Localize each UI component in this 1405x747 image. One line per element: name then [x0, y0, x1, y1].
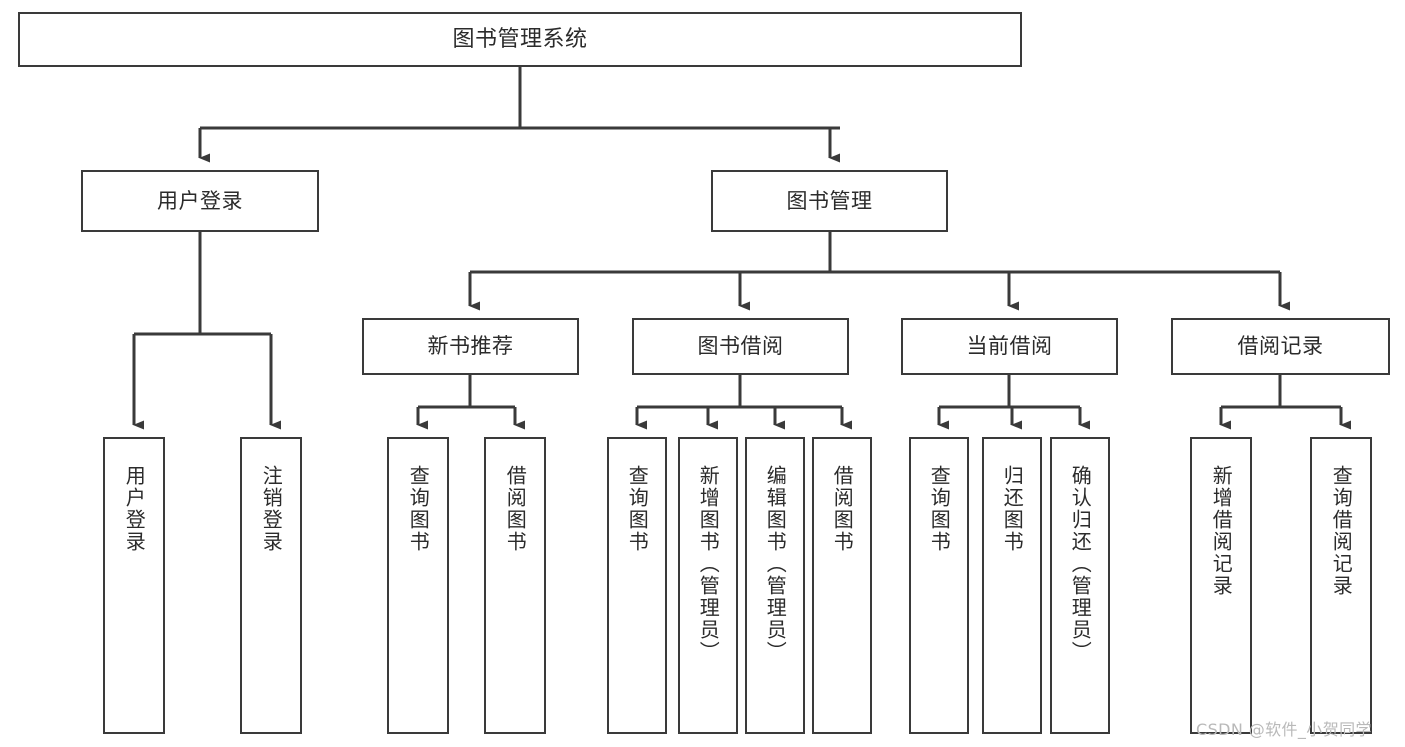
node-label: 确认归还（管理员）	[1068, 465, 1093, 663]
node-label: 注销登录	[259, 465, 284, 553]
node-label: 借阅图书	[503, 465, 528, 553]
node-book-manage[interactable]: 图书管理	[711, 170, 948, 232]
node-label: 图书管理	[786, 188, 873, 213]
leaf-borrow-book-recommend[interactable]: 借阅图书	[484, 437, 546, 734]
node-label: 当前借阅	[966, 334, 1053, 359]
node-label: 用户登录	[157, 188, 243, 213]
leaf-return-book[interactable]: 归还图书	[982, 437, 1042, 734]
leaf-logout[interactable]: 注销登录	[240, 437, 302, 734]
leaf-confirm-return-admin[interactable]: 确认归还（管理员）	[1050, 437, 1110, 734]
node-label: 新增借阅记录	[1209, 465, 1234, 597]
node-user-login[interactable]: 用户登录	[81, 170, 319, 232]
node-current-borrow[interactable]: 当前借阅	[901, 318, 1118, 375]
node-borrow-record[interactable]: 借阅记录	[1171, 318, 1390, 375]
node-label: 新书推荐	[427, 334, 514, 359]
leaf-borrow-book[interactable]: 借阅图书	[812, 437, 872, 734]
csdn-watermark: CSDN @软件_小贺同学	[1196, 720, 1372, 739]
leaf-query-book-borrow[interactable]: 查询图书	[607, 437, 667, 734]
node-label: 借阅记录	[1237, 334, 1324, 359]
node-new-book-recommend[interactable]: 新书推荐	[362, 318, 579, 375]
node-label: 图书借阅	[697, 334, 784, 359]
leaf-query-borrow-record[interactable]: 查询借阅记录	[1310, 437, 1372, 734]
node-label: 查询图书	[406, 465, 431, 553]
node-book-borrow[interactable]: 图书借阅	[632, 318, 849, 375]
leaf-user-login[interactable]: 用户登录	[103, 437, 165, 734]
node-root-system[interactable]: 图书管理系统	[18, 12, 1022, 67]
leaf-query-book-current[interactable]: 查询图书	[909, 437, 969, 734]
leaf-add-borrow-record[interactable]: 新增借阅记录	[1190, 437, 1252, 734]
node-label: 归还图书	[1000, 465, 1025, 553]
node-label: 编辑图书（管理员）	[763, 465, 788, 663]
node-label: 查询图书	[927, 465, 952, 553]
leaf-edit-book-admin[interactable]: 编辑图书（管理员）	[745, 437, 805, 734]
node-label: 用户登录	[122, 465, 147, 553]
node-label: 查询图书	[625, 465, 650, 553]
node-label: 图书管理系统	[452, 26, 588, 52]
leaf-query-book-recommend[interactable]: 查询图书	[387, 437, 449, 734]
node-label: 新增图书（管理员）	[696, 465, 721, 663]
leaf-add-book-admin[interactable]: 新增图书（管理员）	[678, 437, 738, 734]
node-label: 查询借阅记录	[1329, 465, 1354, 597]
node-label: 借阅图书	[830, 465, 855, 553]
